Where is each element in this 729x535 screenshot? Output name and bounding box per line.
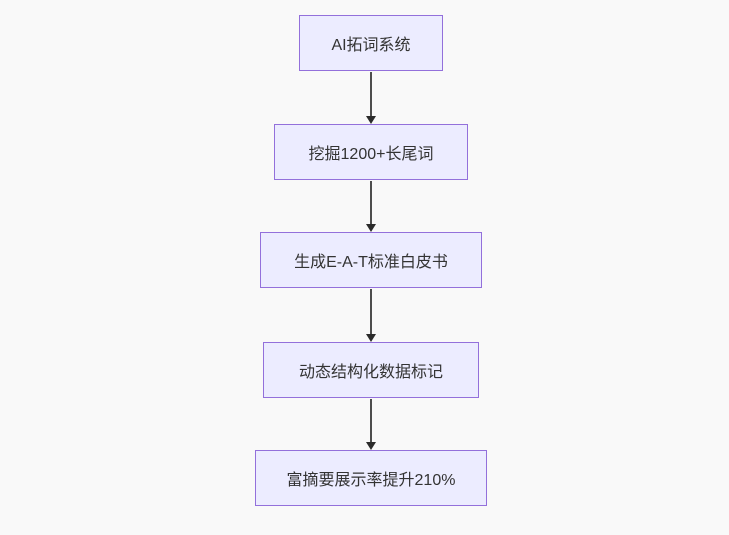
flow-node-ai-word-expansion-system: AI拓词系统: [299, 15, 443, 71]
flow-node-label: AI拓词系统: [331, 37, 411, 54]
flow-node-label: 生成E-A-T标准白皮书: [294, 254, 448, 271]
arrowhead-icon: [366, 334, 376, 342]
arrowhead-icon: [366, 224, 376, 232]
flow-node-dynamic-structured-data-markup: 动态结构化数据标记: [263, 342, 479, 398]
flow-node-label: 富摘要展示率提升210%: [286, 472, 456, 489]
arrowhead-icon: [366, 116, 376, 124]
arrow-line: [370, 399, 372, 443]
flow-node-label: 动态结构化数据标记: [298, 364, 443, 381]
arrow-down-4: [366, 399, 376, 450]
flow-node-generate-eat-whitepaper: 生成E-A-T标准白皮书: [260, 232, 482, 288]
arrow-line: [370, 181, 372, 225]
flow-node-label: 挖掘1200+长尾词: [308, 146, 434, 163]
flow-node-rich-snippet-rate-increase: 富摘要展示率提升210%: [255, 450, 487, 506]
arrow-down-2: [366, 181, 376, 232]
arrowhead-icon: [366, 442, 376, 450]
flow-node-mine-longtail-keywords: 挖掘1200+长尾词: [274, 124, 468, 180]
arrow-line: [370, 72, 372, 117]
arrow-line: [370, 289, 372, 335]
arrow-down-3: [366, 289, 376, 342]
arrow-down-1: [366, 72, 376, 124]
